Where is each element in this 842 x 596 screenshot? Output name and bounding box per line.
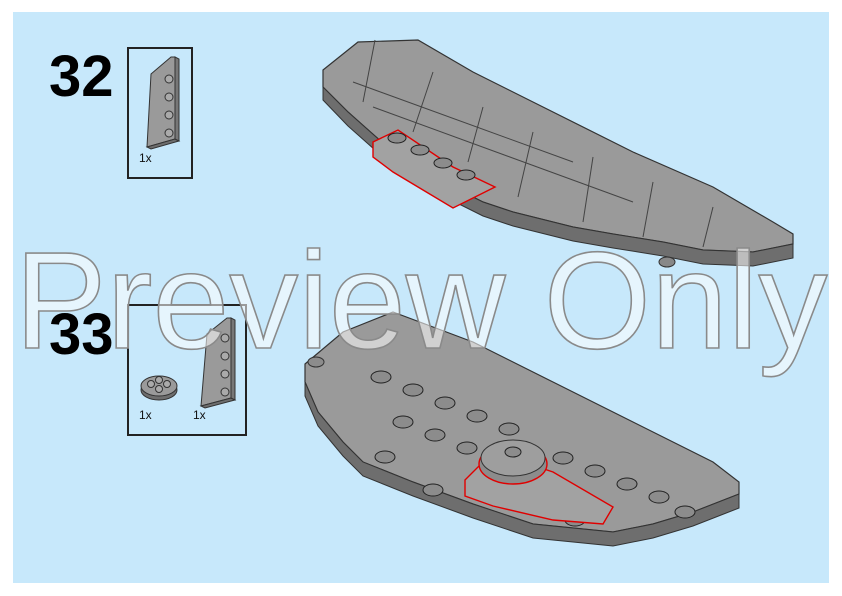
wedge-plate-icon [199,317,237,409]
step-number-33: 33 [49,302,114,367]
part-qty-wedge-plate: 1x [193,408,206,422]
step-33-assembly-illustration [304,311,740,547]
part-qty-round-plate: 1x [139,408,152,422]
parts-callout-step-33: 1x 1x [127,304,247,436]
parts-callout-step-32: 1x [127,47,193,179]
part-qty: 1x [139,151,152,165]
parts-icons [140,317,237,409]
wedge-plate-icon [145,56,181,150]
round-plate-icon [140,375,178,401]
step-number-32: 32 [49,44,114,109]
instruction-page: 32 1x 33 [13,12,829,583]
step-32-assembly-illustration [322,39,794,268]
